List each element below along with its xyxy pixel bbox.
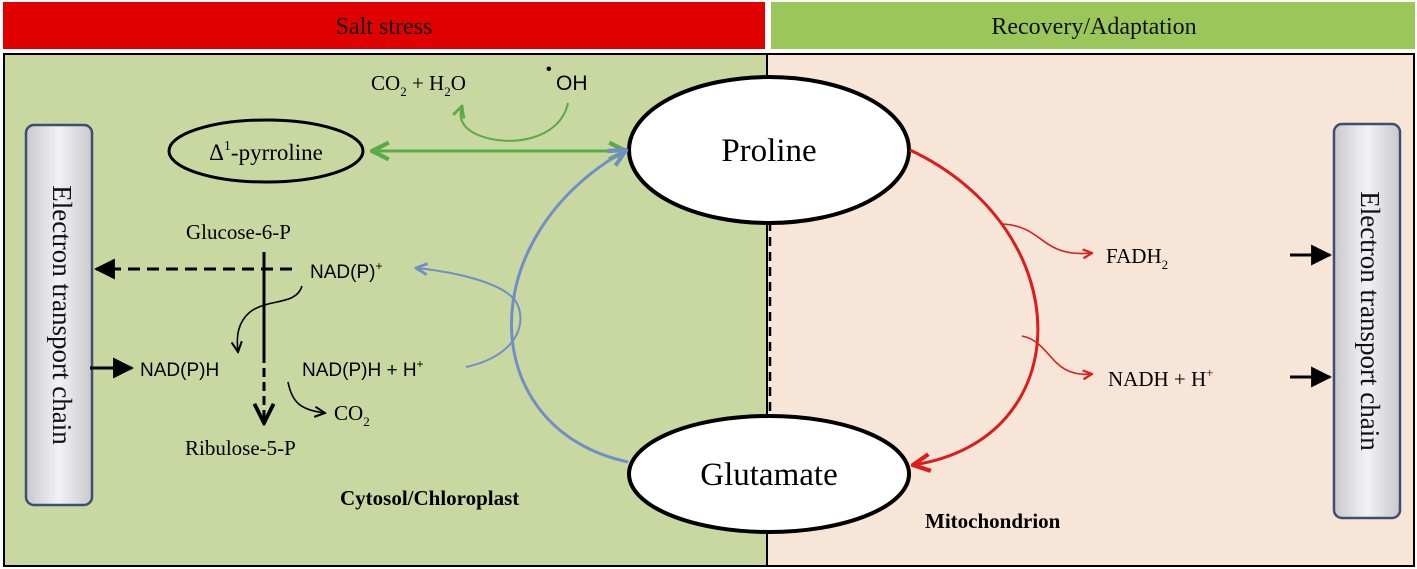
- nadph-oxidation-arrow: [416, 268, 522, 368]
- etc-box-right: [1332, 122, 1402, 520]
- nadp-reduction-arrow: [237, 285, 303, 352]
- cytosol-label: Cytosol/Chloroplast: [340, 486, 519, 510]
- co2-release-arrow: [287, 381, 325, 413]
- ros-loop-arrow: [461, 102, 569, 142]
- glucose6p-label: Glucose-6-P: [186, 220, 291, 244]
- recovery-label: Recovery/Adaptation: [991, 14, 1196, 40]
- etc-box-left: [24, 123, 94, 507]
- glutamate-label: Glutamate: [700, 457, 837, 493]
- etc-label-left: Electron transport chain: [47, 185, 77, 445]
- nadh-arrow: [1021, 335, 1092, 374]
- etc-label-right: Electron transport chain: [1355, 191, 1385, 451]
- pyrroline-label: Δ1-pyrroline: [209, 139, 323, 165]
- pyrroline-node: [167, 118, 365, 184]
- glutamate-to-proline-arrow: [510, 150, 628, 464]
- proline-to-glutamate-arrow: [910, 148, 1040, 465]
- fadh2-arrow: [1001, 223, 1092, 254]
- nadh-h-label: NADH + H+: [1108, 365, 1214, 391]
- hydroxyl-radical-label: OH: [556, 72, 588, 95]
- nadph-h-label: NAD(P)H + H+: [302, 357, 424, 381]
- co2-label: CO2: [334, 401, 370, 429]
- fadh2-label: FADH2: [1106, 244, 1168, 272]
- salt-stress-label: Salt stress: [336, 14, 433, 40]
- salt-stress-bar: [3, 2, 765, 49]
- recovery-bar: [771, 2, 1415, 49]
- ribulose5p-label: Ribulose-5-P: [185, 436, 296, 460]
- radical-dot: •: [546, 61, 552, 78]
- mitochondrion-label: Mitochondrion: [925, 509, 1061, 533]
- proline-label: Proline: [721, 133, 816, 169]
- glutamate-node: [627, 414, 911, 534]
- co2-h2o-label: CO2 + H2O: [371, 71, 466, 99]
- nadp-plus-label: NAD(P)+: [310, 259, 382, 283]
- nadph-left-label: NAD(P)H: [140, 360, 219, 381]
